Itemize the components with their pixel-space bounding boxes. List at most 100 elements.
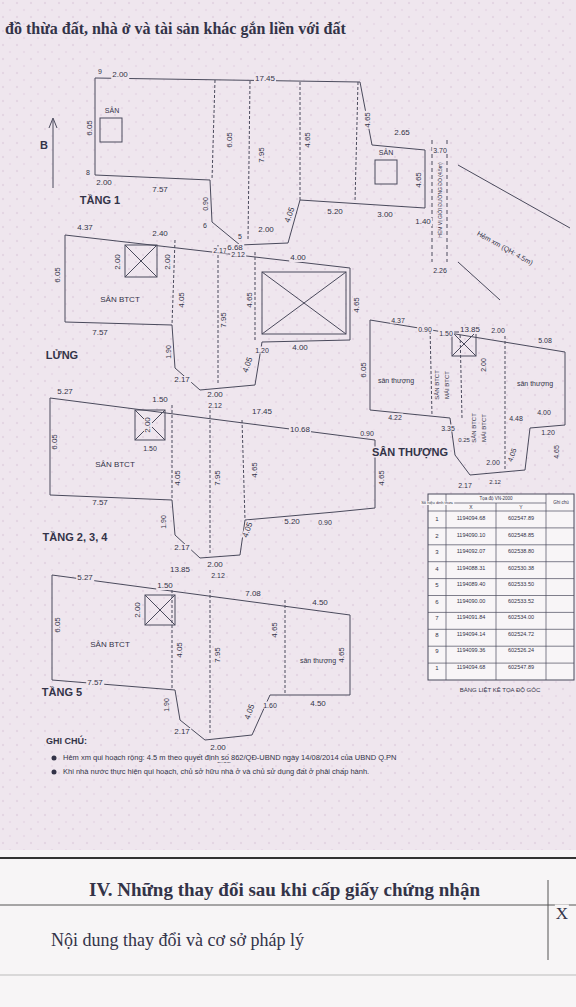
dimension-label: 2.17 — [173, 376, 191, 384]
dimension-label: 7.57 — [151, 186, 169, 194]
table-cell: Tọa độ VN-2000 — [478, 497, 513, 502]
table-cell: Số hiệu đỉnh thửa — [420, 501, 454, 505]
dimension-label: 17.45 — [254, 75, 276, 83]
table-rule — [496, 503, 497, 680]
dimension-label: 2.00 — [480, 357, 487, 373]
dimension-label: sân thượng — [377, 377, 415, 384]
note-text: X — [555, 905, 569, 922]
dimension-label: 4.65 — [378, 469, 386, 487]
dimension-label: 4.00 — [289, 254, 307, 262]
table-cell: Ghi chú — [552, 501, 570, 506]
dimension-label: sân thượng — [516, 380, 554, 387]
dimension-label: 2.26 — [432, 267, 448, 274]
dimension-label: 2.00 — [95, 179, 113, 187]
table-cell: 7 — [434, 615, 439, 621]
table-cell: 1194088.31 — [456, 566, 487, 572]
dimension-label: HẺM VỊ GIỚI ĐƯỜNG ĐỎ (4.5m) — [438, 161, 443, 238]
table-cell: 1 — [434, 665, 439, 671]
dimension-label: 4.65 — [553, 444, 560, 460]
dimension-label: 4.37 — [390, 317, 406, 324]
dimension-label: 6.05 — [360, 361, 368, 379]
dimension-label: 2.00 — [485, 459, 501, 466]
table-rule — [446, 494, 447, 680]
dimension-label: 2.17 — [457, 482, 473, 489]
dimension-label: 7.95 — [214, 646, 222, 664]
table-cell: 602547.89 — [507, 516, 535, 522]
table-cell: 602548.85 — [507, 533, 535, 539]
dimension-label: 4.65 — [364, 111, 372, 129]
dimension-label: B — [39, 140, 49, 151]
dimension-label: TẦNG 5 — [41, 687, 83, 698]
table-cell: 4 — [434, 566, 439, 572]
table-cell: 5 — [434, 582, 439, 588]
table-cell: 1194092.07 — [456, 549, 487, 555]
dimension-label: SÂN BTCT — [471, 412, 477, 444]
dimension-label: 4.65 — [246, 291, 254, 309]
table-cell: 602533.50 — [507, 582, 535, 588]
dimension-label: 7.95 — [258, 146, 266, 164]
dimension-label: 5.20 — [283, 518, 301, 526]
dimension-label: 0.90 — [202, 196, 209, 212]
dimension-label: 2.00 — [134, 601, 142, 619]
table-cell: X — [468, 505, 473, 510]
dimension-label: MÁI BTCT — [481, 413, 487, 443]
note-text: Khi nhà nước thực hiện qui hoạch, chủ sở… — [62, 768, 370, 776]
table-cell: 1194094.68 — [456, 516, 487, 522]
dimension-label: 10.68 — [289, 426, 311, 434]
dimension-label: 6.05 — [51, 433, 59, 451]
table-rule — [428, 629, 574, 630]
dimension-label: 2.00 — [490, 327, 506, 334]
dimension-label: SÂN — [104, 107, 120, 114]
dimension-label: 4.50 — [309, 700, 327, 708]
dimension-label: 1.50 — [151, 396, 169, 404]
dimension-label: 2.00 — [164, 253, 172, 271]
dimension-label: 1.50 — [438, 330, 454, 337]
dimension-label: 4.65 — [251, 461, 259, 479]
table-rule — [428, 612, 574, 613]
note-text: Nội dung thay đổi và cơ sở pháp lý — [50, 931, 305, 949]
note-text: GHI CHÚ: — [45, 737, 88, 746]
dimension-label: 4.65 — [415, 171, 423, 189]
table-cell: 8 — [434, 632, 439, 638]
dimension-label: 2.00 — [206, 561, 224, 569]
table-cell: 602530.38 — [507, 566, 535, 572]
table-rule — [428, 561, 574, 562]
dimension-label: SÂN BTCT — [94, 461, 136, 469]
note-text: Hẻm xm qui hoạch rộng: 4.5 m theo quyết … — [62, 754, 398, 762]
table-rule — [428, 544, 574, 545]
table-rule — [428, 595, 574, 596]
dimension-label: 1.20 — [540, 429, 556, 436]
table-cell: 602534.00 — [507, 615, 535, 621]
dimension-label: 13.85 — [169, 566, 191, 574]
dimension-label: 7.08 — [244, 590, 262, 598]
dimension-label: LỬNG — [45, 350, 79, 361]
dimension-label: 1.60 — [262, 702, 278, 709]
dimension-label: 4.48 — [508, 415, 524, 422]
dimension-label: 0.90 — [317, 519, 333, 526]
page-title: đồ thừa đất, nhà ở và tài sản khác gắn l… — [5, 20, 346, 38]
table-cell: 1194094.14 — [456, 632, 487, 638]
table-cell: 602547.89 — [507, 665, 535, 671]
dimension-label: 6.68 — [226, 244, 244, 252]
dimension-label: 5.27 — [56, 388, 74, 396]
dimension-label: 6.05 — [54, 266, 62, 284]
dimension-label: 2.00 — [114, 253, 122, 271]
table-cell: 1194094.68 — [456, 665, 487, 671]
dimension-label: 7.57 — [86, 679, 104, 687]
table-cell: Y — [518, 505, 523, 510]
dimension-label: 2.12 — [488, 479, 502, 485]
dimension-label: 6 — [202, 222, 208, 229]
table-cell: 2 — [434, 533, 439, 539]
dimension-label: 4.00 — [291, 344, 309, 352]
dimension-label: 2.00 — [257, 226, 275, 234]
dimension-label: 1.90 — [160, 514, 167, 530]
dimension-label: 4.37 — [76, 224, 94, 232]
dimension-label: 4.65 — [353, 296, 361, 314]
dimension-label: 3.35 — [440, 425, 456, 432]
dimension-label: 7.95 — [220, 311, 228, 329]
dimension-label: BẢNG LIỆT KÊ TỌA ĐỘ GÓC — [459, 687, 541, 693]
dimension-label: 5.20 — [326, 208, 344, 216]
table-rule — [428, 663, 574, 664]
table-cell: 6 — [434, 599, 439, 605]
table-rule — [546, 494, 547, 680]
